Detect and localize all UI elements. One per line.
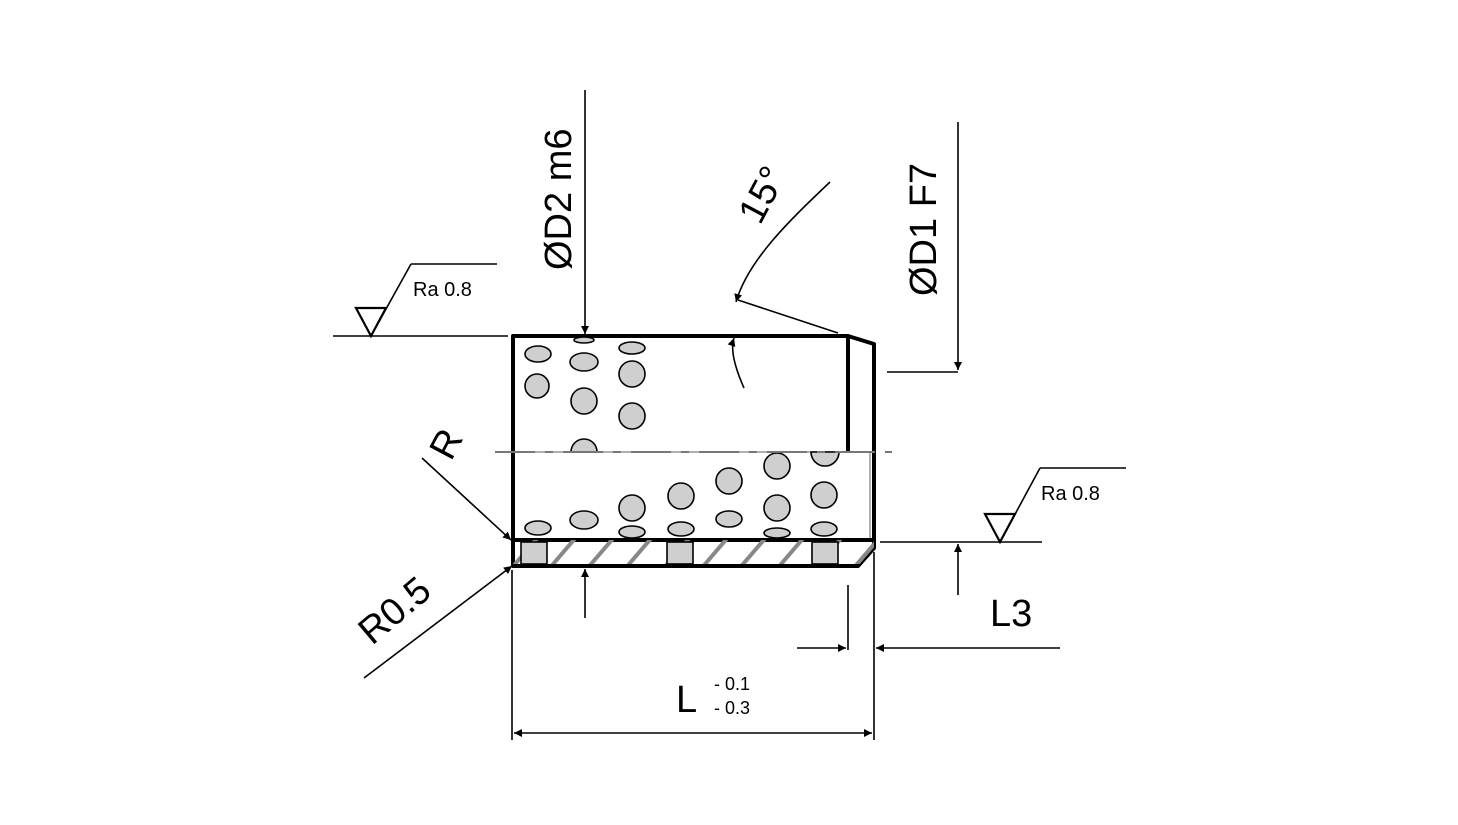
plug: [618, 525, 646, 539]
plug: [763, 527, 791, 539]
plug: [618, 341, 646, 355]
plug: [569, 352, 599, 372]
plug: [763, 494, 791, 522]
dimension-l3: L3: [797, 585, 1060, 652]
ra-top-left: Ra 0.8: [413, 279, 472, 301]
length-label: L: [676, 679, 697, 721]
plug: [618, 360, 646, 388]
angle-label: 15°: [731, 160, 795, 230]
plug: [763, 452, 791, 480]
plug: [810, 481, 838, 509]
ra-right: Ra 0.8: [1041, 483, 1100, 505]
dimension-d2: ØD2 m6: [538, 90, 589, 618]
plug: [715, 467, 743, 495]
radius-r-label: R: [422, 422, 472, 466]
section-plug: [811, 541, 839, 564]
d2-label: ØD2 m6: [538, 129, 580, 270]
l3-label: L3: [990, 593, 1032, 635]
plug: [810, 521, 838, 537]
plug: [569, 510, 599, 530]
plug: [667, 482, 695, 510]
plug: [570, 438, 598, 453]
section-plug: [520, 541, 548, 564]
dimension-length: L - 0.1 - 0.3: [511, 552, 875, 740]
plug: [810, 451, 840, 467]
length-tol-upper: - 0.1: [714, 674, 750, 694]
plug: [573, 336, 595, 344]
hatched-wall-section: [512, 540, 874, 564]
graphite-plugs: [524, 336, 840, 539]
plug: [618, 494, 646, 522]
plug: [618, 402, 646, 430]
plug: [667, 521, 695, 537]
plug: [524, 520, 552, 536]
plug: [570, 387, 598, 415]
plug: [715, 510, 743, 528]
d1-label: ØD1 F7: [903, 163, 945, 296]
dimension-radius-r05: R0.5: [351, 565, 513, 679]
dimension-d1: ØD1 F7: [880, 122, 1042, 595]
plug: [524, 345, 552, 363]
section-plug: [666, 541, 694, 564]
dimension-radius-r: R: [421, 422, 512, 541]
plug: [524, 373, 550, 399]
surface-finish-top-left: Ra 0.8: [333, 263, 508, 339]
radius-r05-label: R0.5: [351, 569, 439, 653]
surface-finish-right: Ra 0.8: [983, 467, 1126, 545]
dimension-angle: 15°: [727, 160, 839, 389]
length-tol-lower: - 0.3: [714, 698, 750, 718]
